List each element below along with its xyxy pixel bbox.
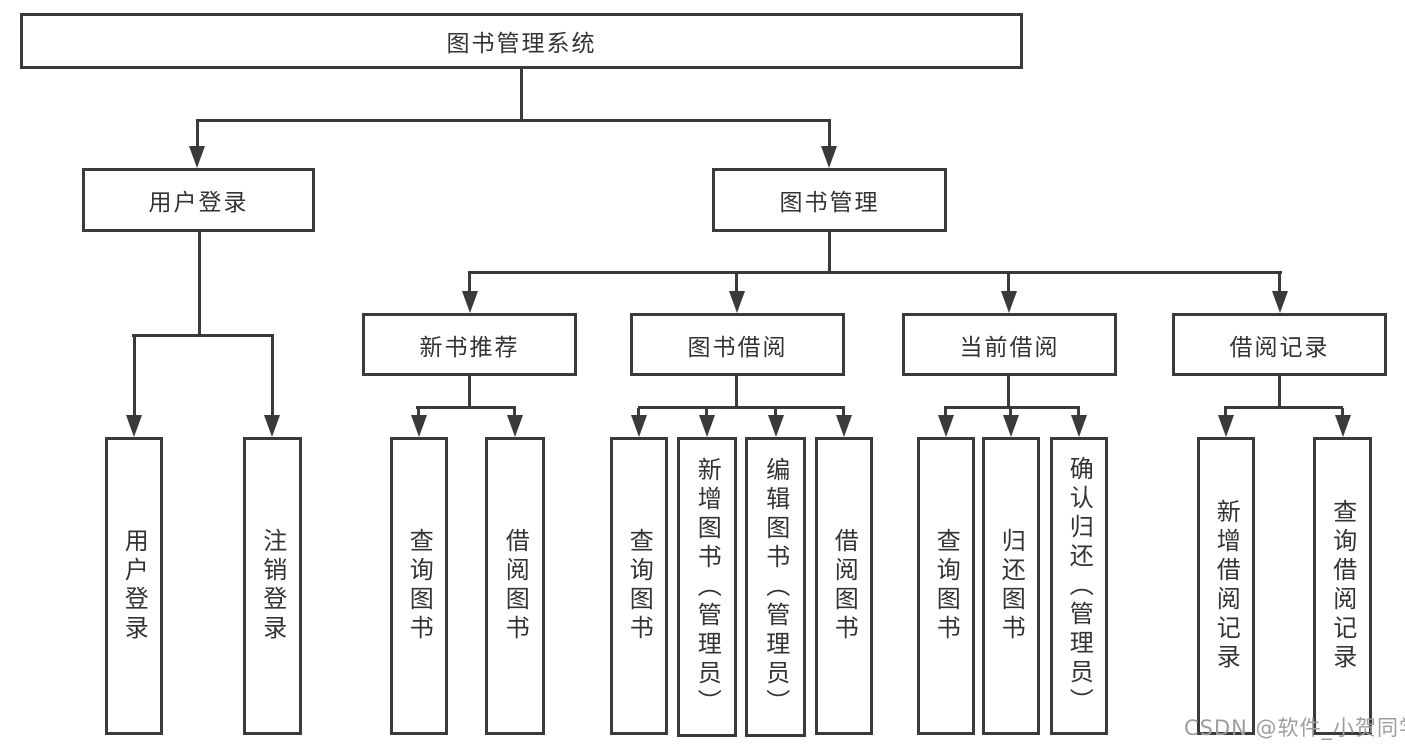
connector-leaf-10 — [1224, 408, 1227, 418]
arrow-to-leaf-user-login — [126, 415, 142, 437]
node-new-book-recommend: 新书推荐 — [362, 313, 577, 376]
arrow-to-book-management — [821, 146, 837, 168]
node-book-borrow: 图书借阅 — [630, 313, 845, 376]
connector-leaf-5 — [774, 408, 777, 418]
connector-to-new-book-recommend — [468, 274, 471, 294]
connector-current-rail — [944, 406, 1080, 409]
arrow-leaf-5 — [768, 415, 784, 437]
connector-level2-rail — [196, 119, 831, 122]
leaf-edit-book-admin: 编辑图书（管理员） — [745, 437, 806, 737]
connector-to-leaf-logout — [271, 336, 274, 416]
connector-to-current-borrow — [1007, 274, 1010, 294]
leaf-return-book: 归还图书 — [982, 437, 1040, 735]
leaf-borrow-query-books: 查询图书 — [610, 437, 668, 735]
connector-leaf-1 — [417, 408, 420, 418]
connector-recommend-rail — [416, 406, 516, 409]
node-user-login: 用户登录 — [82, 168, 315, 232]
connector-to-borrow-records — [1278, 274, 1281, 294]
connector-level3-rail — [468, 271, 1282, 274]
leaf-add-borrow-record: 新增借阅记录 — [1197, 437, 1255, 735]
csdn-watermark: CSDN @软件_小贺同学 — [1184, 716, 1405, 740]
arrow-leaf-1 — [411, 415, 427, 437]
leaf-recommend-query-books: 查询图书 — [390, 437, 448, 735]
leaf-recommend-borrow-books: 借阅图书 — [485, 437, 545, 735]
leaf-current-query-books: 查询图书 — [917, 437, 975, 735]
connector-leaf-8 — [1009, 408, 1012, 418]
arrow-to-user-login — [189, 146, 205, 168]
node-borrow-records: 借阅记录 — [1172, 313, 1387, 376]
arrow-leaf-3 — [631, 415, 647, 437]
arrow-leaf-6 — [836, 415, 852, 437]
connector-recommend-stem — [468, 376, 471, 409]
arrow-to-borrow-records — [1272, 291, 1288, 313]
connector-leaf-4 — [705, 408, 708, 418]
connector-leaf-2 — [513, 408, 516, 418]
arrow-to-book-borrow — [729, 291, 745, 313]
connector-to-leaf-user-login — [133, 336, 136, 416]
leaf-confirm-return-admin: 确认归还（管理员） — [1050, 437, 1108, 735]
connector-records-rail — [1224, 406, 1343, 409]
arrow-to-leaf-logout — [264, 415, 280, 437]
node-current-borrow: 当前借阅 — [902, 313, 1117, 376]
connector-book-management-stem — [828, 232, 831, 274]
connector-borrow-stem — [735, 376, 738, 409]
connector-to-user-login — [196, 122, 199, 148]
leaf-logout: 注销登录 — [243, 437, 302, 735]
connector-leaf-11 — [1341, 408, 1344, 418]
connector-leaf-7 — [944, 408, 947, 418]
connector-current-stem — [1007, 376, 1010, 409]
connector-to-book-borrow — [735, 274, 738, 294]
arrow-to-current-borrow — [1001, 291, 1017, 313]
leaf-query-borrow-record: 查询借阅记录 — [1313, 437, 1372, 735]
arrow-leaf-10 — [1218, 415, 1234, 437]
arrow-leaf-7 — [938, 415, 954, 437]
connector-user-login-stem — [198, 232, 201, 336]
connector-leaf-6 — [842, 408, 845, 418]
leaf-user-login: 用户登录 — [105, 437, 163, 735]
arrow-leaf-8 — [1003, 415, 1019, 437]
leaf-add-book-admin: 新增图书（管理员） — [677, 437, 737, 737]
leaf-borrow-borrow-books: 借阅图书 — [815, 437, 873, 735]
arrow-leaf-9 — [1071, 415, 1087, 437]
connector-root-stem — [520, 69, 523, 122]
arrow-to-new-book-recommend — [462, 291, 478, 313]
arrow-leaf-4 — [699, 415, 715, 437]
arrow-leaf-11 — [1335, 415, 1351, 437]
connector-user-login-rail — [132, 334, 274, 337]
connector-to-book-management — [828, 122, 831, 148]
node-book-management: 图书管理 — [712, 168, 947, 232]
connector-leaf-3 — [637, 408, 640, 418]
connector-leaf-9 — [1077, 408, 1080, 418]
arrow-leaf-2 — [507, 415, 523, 437]
node-root: 图书管理系统 — [20, 13, 1023, 69]
connector-records-stem — [1278, 376, 1281, 409]
connector-borrow-rail — [638, 406, 845, 409]
